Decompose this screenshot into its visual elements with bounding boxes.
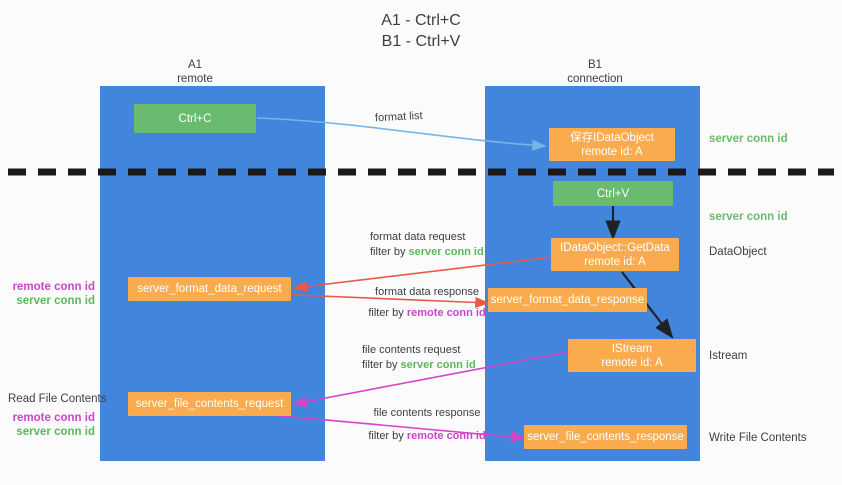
filter-key-remote-conn-id-1: remote conn id	[406, 307, 486, 319]
conn-label-format-data-response: format data response filter by remote co…	[352, 285, 502, 321]
node-server-file-contents-request[interactable]: server_file_contents_request	[128, 392, 291, 416]
conn-label-format-data-response-filter: filter by remote conn id	[352, 306, 502, 321]
node-server-file-contents-response[interactable]: server_file_contents_response	[524, 425, 687, 449]
right-label-istream: Istream	[709, 350, 748, 362]
lane-header-b1: B1 connection	[567, 59, 623, 85]
filter-prefix-3: filter by	[362, 359, 401, 371]
filter-key-remote-conn-id-2: remote conn id	[406, 430, 486, 442]
conn-label-format-list: format list	[374, 109, 423, 125]
node-save-idataobject[interactable]: 保存IDataObject remote id: A	[549, 128, 675, 161]
filter-prefix-2: filter by	[368, 307, 407, 319]
lane-header-a1: A1 remote	[177, 59, 213, 85]
conn-label-format-data-request: format data request filter by server con…	[370, 230, 484, 260]
conn-label-format-data-response-text: format data response	[375, 286, 479, 298]
filter-prefix-4: filter by	[368, 430, 407, 442]
conn-label-file-contents-request-text: file contents request	[362, 344, 461, 356]
left-label-server-conn-id-1: server conn id	[16, 295, 95, 307]
left-label-read-file-contents: Read File Contents	[8, 393, 107, 405]
right-label-write-file-contents: Write File Contents	[709, 432, 807, 444]
left-label-group-2: remote conn id server conn id	[0, 411, 95, 439]
conn-label-file-contents-response: file contents response filter by remote …	[352, 406, 502, 444]
filter-key-server-conn-id-1: server conn id	[408, 246, 484, 258]
node-ctrl-v[interactable]: Ctrl+V	[553, 181, 673, 206]
node-server-format-data-response[interactable]: server_format_data_response	[488, 288, 647, 312]
page-title: A1 - Ctrl+C B1 - Ctrl+V	[381, 12, 461, 50]
right-label-server-conn-id-1: server conn id	[709, 133, 788, 145]
filter-key-server-conn-id-2: server conn id	[400, 359, 476, 371]
left-label-server-conn-id-2: server conn id	[16, 426, 95, 438]
conn-label-format-data-request-text: format data request	[370, 231, 466, 243]
conn-label-file-contents-response-text: file contents response	[373, 407, 481, 419]
conn-label-file-contents-request: file contents request filter by server c…	[362, 343, 476, 373]
left-label-group-1: remote conn id server conn id	[0, 280, 95, 308]
conn-label-format-data-request-filter: filter by server conn id	[370, 245, 484, 260]
node-istream[interactable]: IStream remote id: A	[568, 339, 696, 372]
filter-prefix-1: filter by	[370, 246, 409, 258]
node-ctrl-c[interactable]: Ctrl+C	[134, 104, 256, 133]
node-getdata[interactable]: IDataObject::GetData remote id: A	[551, 238, 679, 271]
conn-label-file-contents-response-filter: filter by remote conn id	[352, 429, 502, 444]
left-label-remote-conn-id-1: remote conn id	[12, 281, 95, 293]
left-label-remote-conn-id-2: remote conn id	[12, 412, 95, 424]
right-label-server-conn-id-2: server conn id	[709, 211, 788, 223]
right-label-dataobject: DataObject	[709, 246, 767, 258]
node-server-format-data-request[interactable]: server_format_data_request	[128, 277, 291, 301]
conn-label-file-contents-request-filter: filter by server conn id	[362, 358, 476, 373]
